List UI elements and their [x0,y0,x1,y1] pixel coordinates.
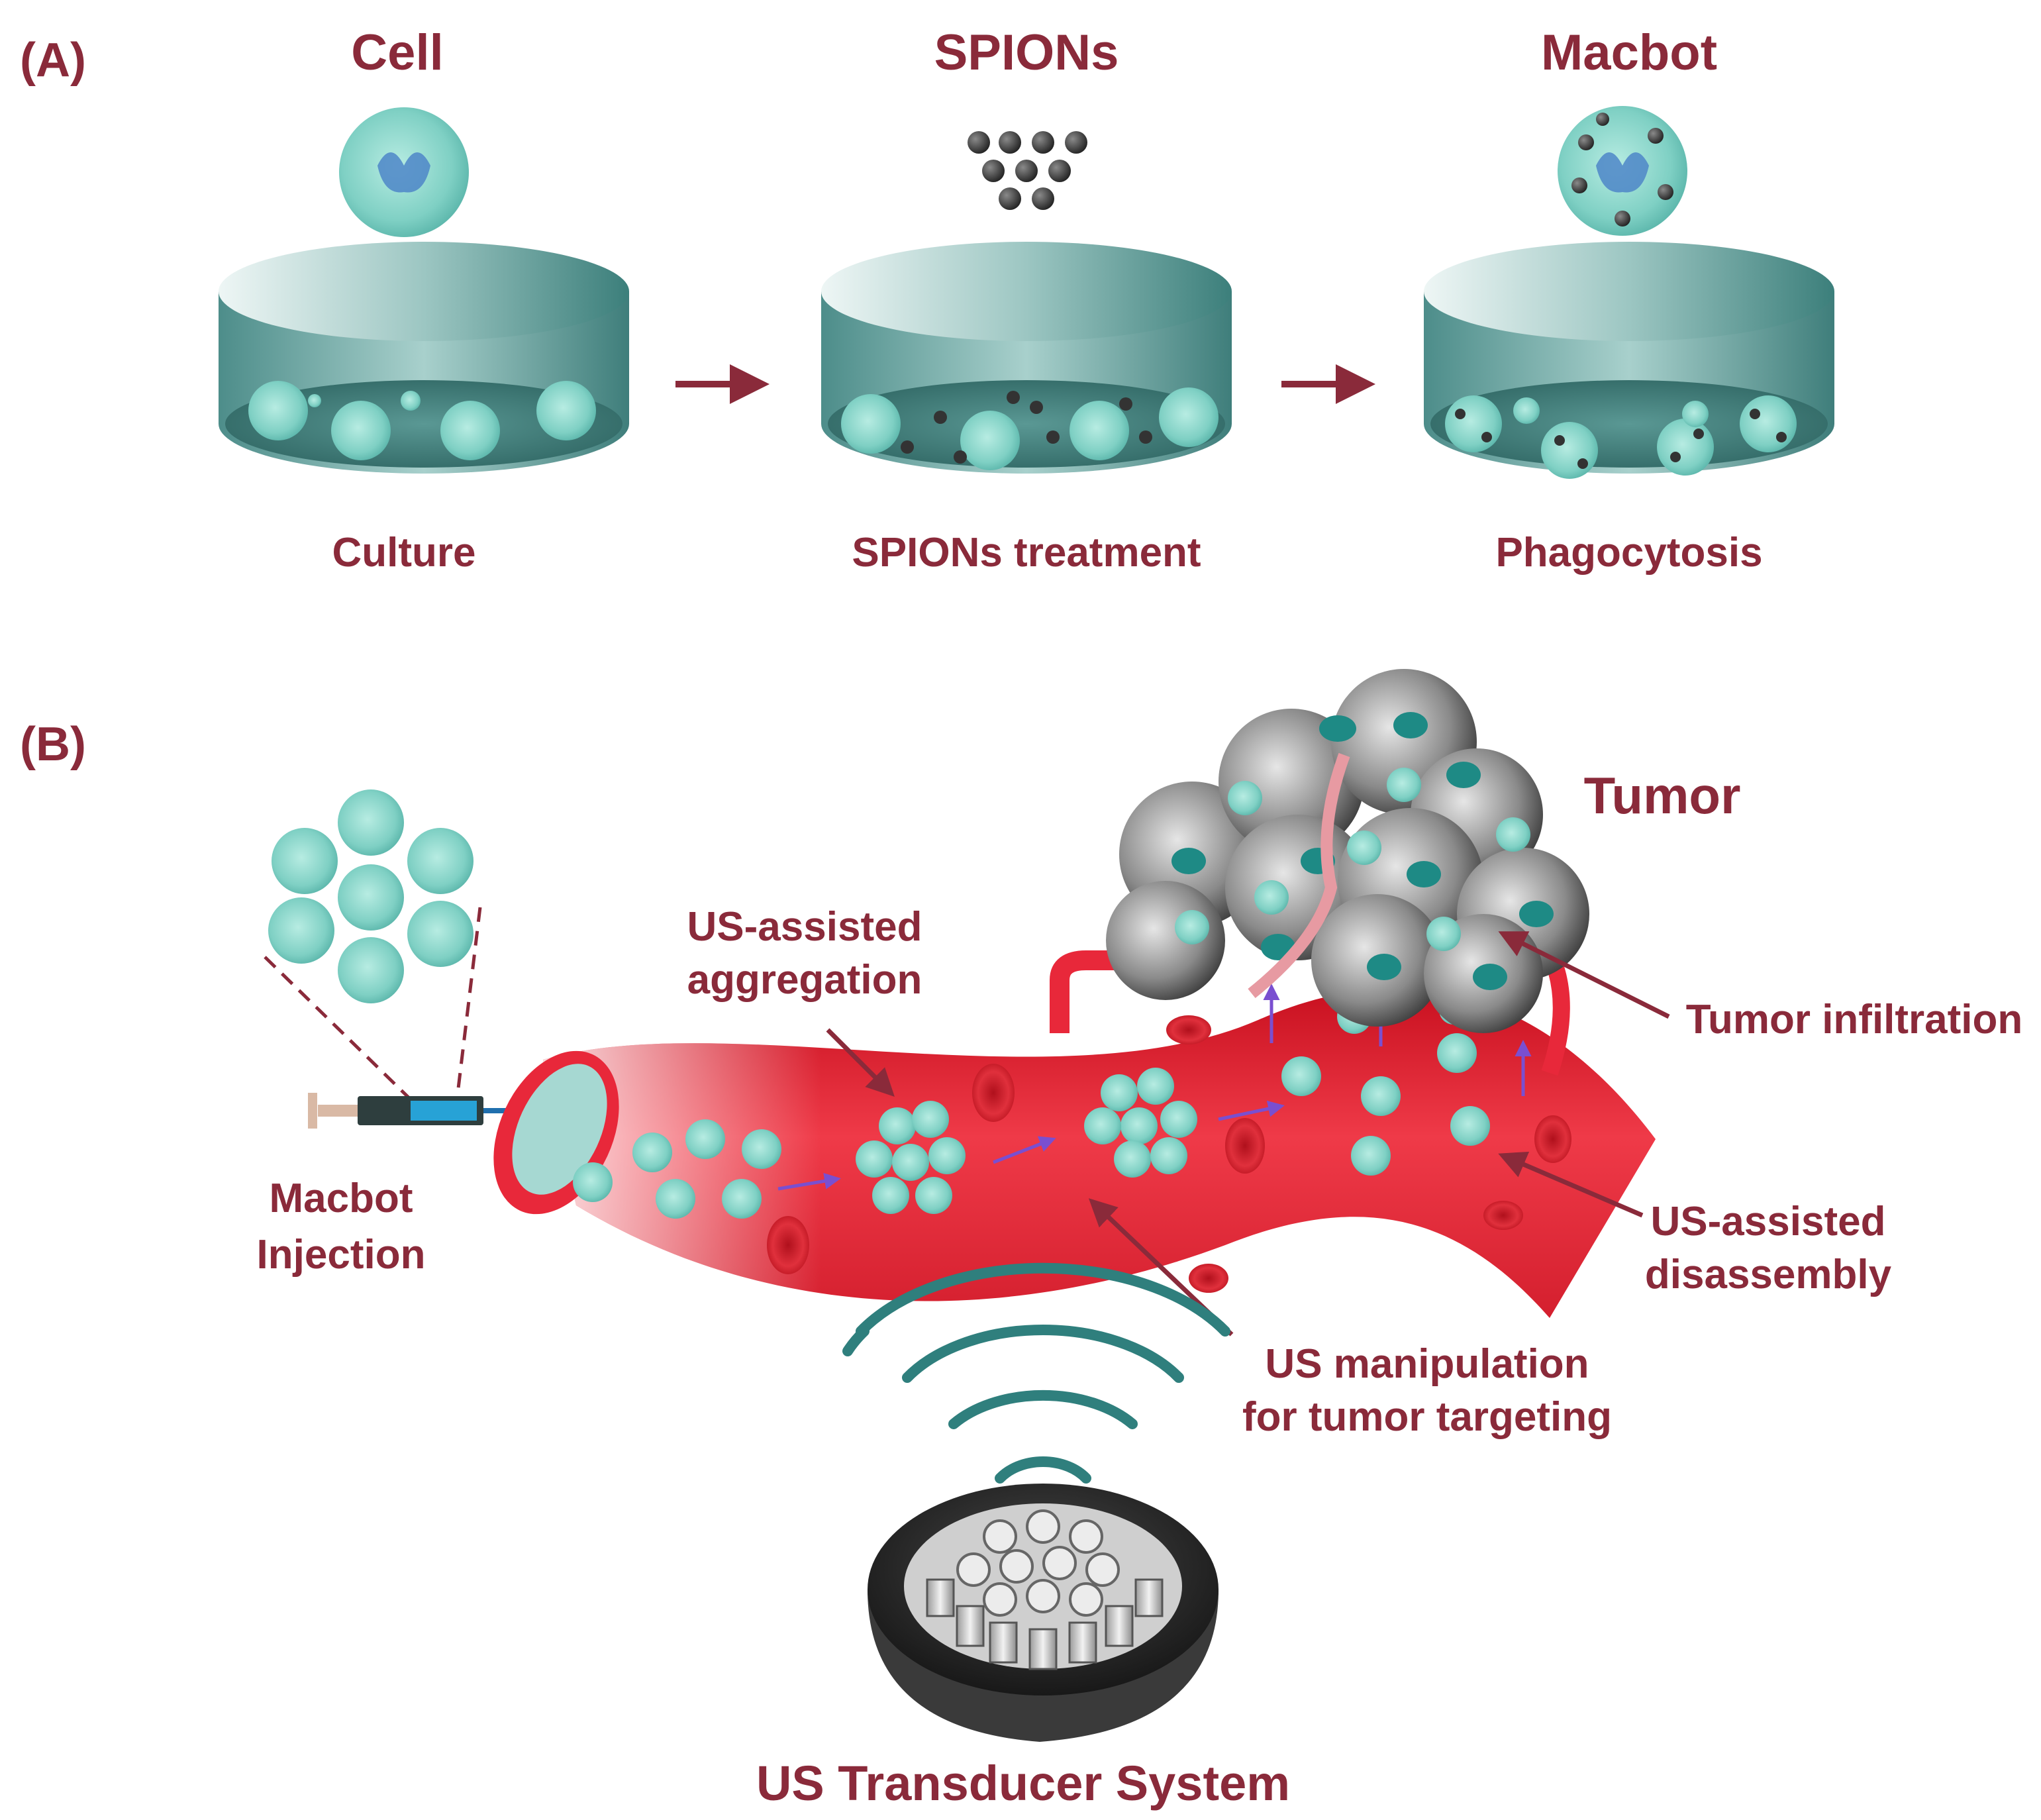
aggregation-label-line1: US-assisted [687,904,922,950]
zoom-line-left [264,956,412,1101]
us-transducer-icon [868,1484,1219,1742]
disassembly-label-line1: US-assisted [1651,1199,1886,1244]
caption-culture: Culture [332,530,476,576]
zoom-line-right [455,907,482,1100]
caption-phagocytosis: Phagocytosis [1495,530,1762,576]
macbot-cluster-icon [268,789,473,1003]
stage-title-spions: SPIONs [934,25,1119,81]
panel-a-label: (A) [20,34,86,87]
infiltration-arrow [1498,931,1670,1019]
phagocytosis-dish [1424,242,1834,479]
injection-label-line1: Macbot [270,1176,413,1221]
syringe-icon [308,1093,530,1129]
panel-b-label: (B) [20,718,86,771]
panel-b: (B) Macbot Injection [20,669,2022,1811]
aggregation-arrow [826,1028,895,1097]
macbots-in-vessel [573,995,1490,1219]
culture-dish [219,242,629,474]
tumor-label: Tumor [1584,766,1741,825]
spion-cluster-icon [968,131,1087,210]
blood-vessel [493,854,1656,1318]
stage-title-macbot: Macbot [1541,25,1717,81]
caption-spions-treatment: SPIONs treatment [852,530,1201,576]
tumor-mass [1106,669,1589,1033]
aggregation-label-line2: aggregation [687,957,922,1003]
transducer-label: US Transducer System [756,1756,1290,1811]
injection-label-line2: Injection [257,1232,426,1278]
macbot-icon [1558,106,1687,236]
manipulation-label-line2: for tumor targeting [1242,1394,1612,1440]
stage-title-cell: Cell [351,25,443,81]
infiltration-label: Tumor infiltration [1686,997,2023,1042]
spion-dish [821,242,1232,474]
disassembly-label-line2: disassembly [1645,1252,1892,1297]
panel-a: (A) Cell SPIONs Macbot [20,25,1834,576]
manipulation-label-line1: US manipulation [1265,1341,1589,1387]
cell-icon [339,107,469,237]
disassembly-arrow [1498,1151,1644,1218]
ultrasound-waves [842,1262,1230,1484]
